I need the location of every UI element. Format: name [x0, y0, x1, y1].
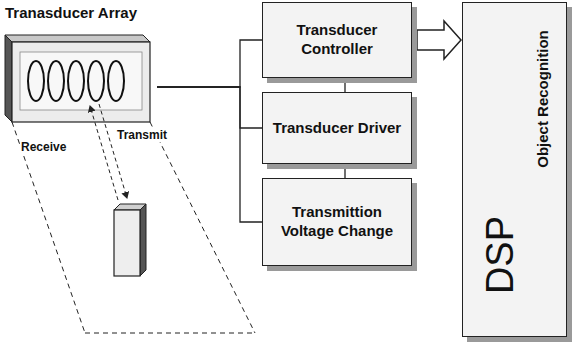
bus-wire — [157, 87, 262, 128]
process-box: Transducer Controller — [262, 2, 412, 78]
bus-wire — [157, 40, 262, 87]
process-box: Transmittion Voltage Change — [262, 178, 412, 266]
box-label: Transducer Controller — [271, 21, 403, 59]
array-heading: Tranasducer Array — [5, 4, 137, 23]
bus-wire — [157, 87, 262, 222]
dsp-title: DSP — [477, 216, 525, 294]
process-box: Transducer Driver — [262, 92, 412, 164]
array-node: Tranasducer Array — [5, 0, 157, 125]
signal-label: Receive — [20, 140, 67, 154]
box-label: Object Recognition — [534, 30, 553, 168]
link-wire — [344, 78, 345, 92]
signal-label: Transmit — [116, 128, 168, 142]
box-label: Transmittion Voltage Change — [271, 203, 403, 241]
block-arrow — [417, 21, 461, 59]
link-wire — [344, 164, 345, 178]
box-label: Transducer Driver — [273, 119, 401, 138]
dsp-box: DSP Object Recognition — [462, 2, 567, 337]
